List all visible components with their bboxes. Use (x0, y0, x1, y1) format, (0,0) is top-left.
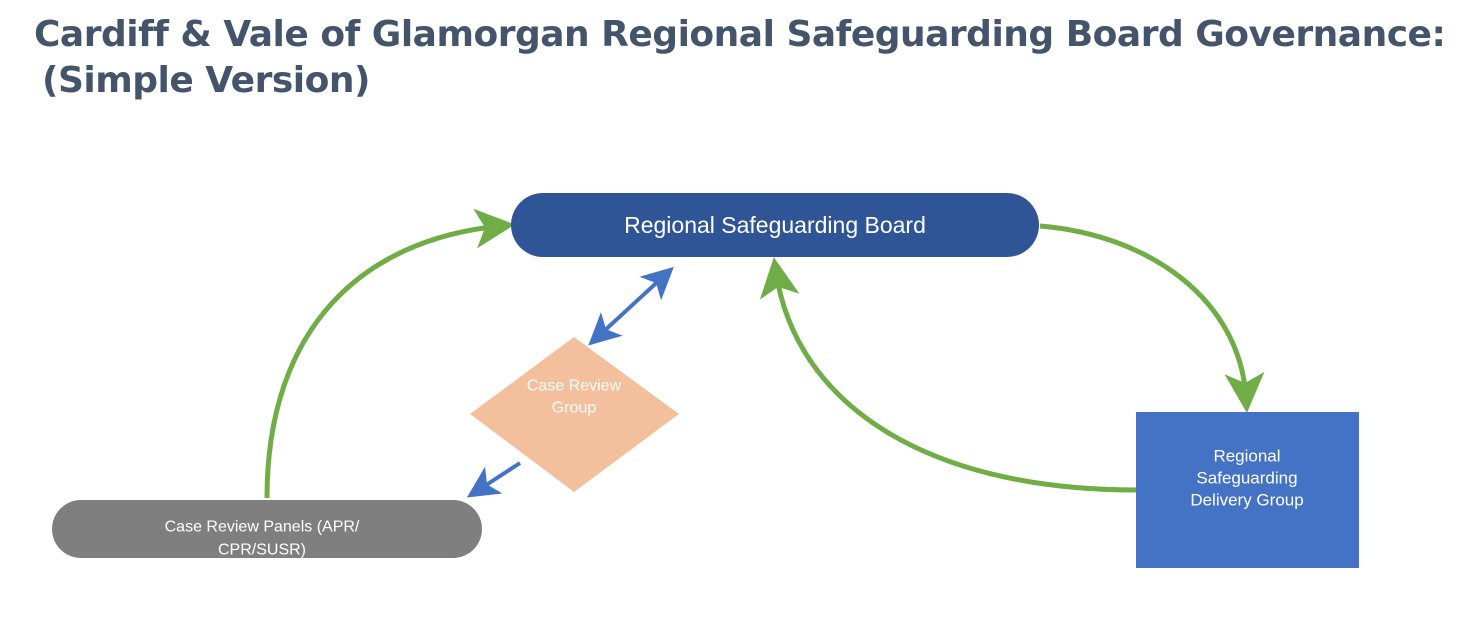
case-review-panels-line-1: Case Review Panels (APR/ (165, 519, 360, 536)
arrow-panels-to-board (264, 208, 515, 499)
case-review-panels-line-2: CPR/SUSR) (218, 542, 306, 559)
case-review-group-line-1: Case Review (527, 378, 622, 395)
title-line-2: (Simple Version) (42, 60, 370, 101)
node-case-review-group: Case Review Group (470, 337, 679, 492)
node-regional-safeguarding-delivery-group: Regional Safeguarding Delivery Group (1136, 412, 1359, 568)
node-case-review-panels: Case Review Panels (APR/ CPR/SUSR) (52, 500, 482, 559)
delivery-group-line-1: Regional (1213, 447, 1280, 466)
delivery-group-line-3: Delivery Group (1190, 491, 1303, 510)
case-review-group-line-2: Group (552, 400, 597, 417)
arrow-board-case-review-group (588, 266, 674, 346)
page-title: Cardiff & Vale of Glamorgan Regional Saf… (34, 12, 1446, 104)
node-regional-safeguarding-board: Regional Safeguarding Board (511, 193, 1039, 257)
delivery-group-line-2: Safeguarding (1196, 469, 1297, 488)
arrow-delivery-to-board (759, 257, 1137, 493)
arrow-board-to-delivery (1039, 223, 1265, 413)
board-label: Regional Safeguarding Board (624, 212, 926, 238)
arrow-case-review-group-to-panels (466, 461, 522, 498)
title-line-1: Cardiff & Vale of Glamorgan Regional Saf… (34, 14, 1446, 55)
